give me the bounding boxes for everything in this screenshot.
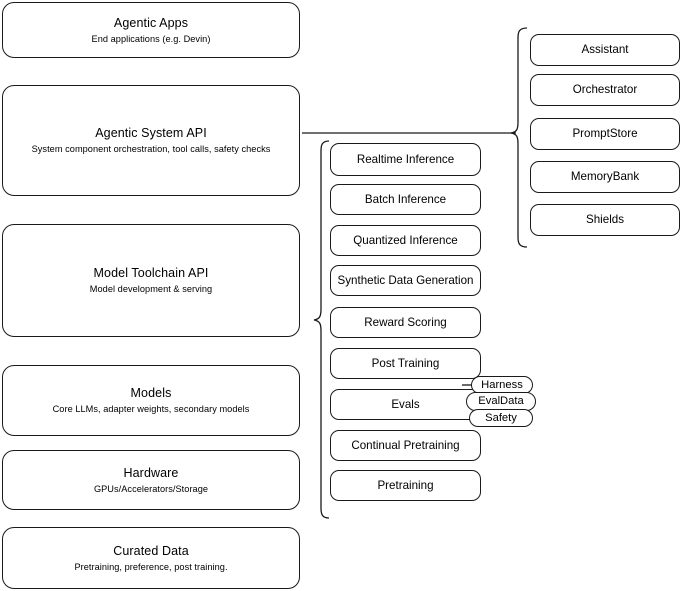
toolchain-chip-reward-scoring[interactable]: Reward Scoring bbox=[330, 307, 481, 338]
evals-tag-harness[interactable]: Harness bbox=[471, 376, 533, 394]
system-api-chip-orchestrator[interactable]: Orchestrator bbox=[530, 74, 680, 106]
evals-tag-evaldata[interactable]: EvalData bbox=[466, 392, 536, 411]
evals-tag-safety[interactable]: Safety bbox=[469, 409, 533, 427]
right-group-brace bbox=[510, 27, 528, 248]
middle-group-brace bbox=[313, 140, 330, 519]
layer-subtitle: End applications (e.g. Devin) bbox=[91, 33, 211, 44]
toolchain-chip-batch-inference[interactable]: Batch Inference bbox=[330, 184, 481, 215]
layer-box-agentic-system-api[interactable]: Agentic System API System component orch… bbox=[2, 85, 300, 196]
layer-subtitle: Model development & serving bbox=[89, 284, 213, 294]
toolchain-chip-evals[interactable]: Evals bbox=[330, 389, 481, 420]
system-api-chip-promptstore[interactable]: PromptStore bbox=[530, 118, 680, 150]
layer-title: Models bbox=[130, 386, 172, 400]
layer-box-model-toolchain-api[interactable]: Model Toolchain API Model development & … bbox=[2, 224, 300, 337]
toolchain-chip-realtime-inference[interactable]: Realtime Inference bbox=[330, 143, 481, 176]
toolchain-chip-continual-pretraining[interactable]: Continual Pretraining bbox=[330, 430, 481, 461]
layer-subtitle: GPUs/Accelerators/Storage bbox=[93, 483, 209, 494]
layer-box-curated-data[interactable]: Curated Data Pretraining, preference, po… bbox=[2, 527, 300, 589]
layer-box-agentic-apps[interactable]: Agentic Apps End applications (e.g. Devi… bbox=[2, 2, 300, 58]
toolchain-chip-quantized-inference[interactable]: Quantized Inference bbox=[330, 225, 481, 256]
toolchain-chip-post-training[interactable]: Post Training bbox=[330, 348, 481, 379]
layer-title: Hardware bbox=[123, 465, 179, 480]
toolchain-chip-pretraining[interactable]: Pretraining bbox=[330, 470, 481, 501]
layer-title: Curated Data bbox=[113, 543, 189, 558]
system-api-chip-shields[interactable]: Shields bbox=[530, 204, 680, 236]
layer-subtitle: System component orchestration, tool cal… bbox=[31, 144, 271, 154]
layer-title: Agentic System API bbox=[95, 126, 207, 140]
layer-subtitle: Pretraining, preference, post training. bbox=[74, 561, 228, 572]
toolchain-chip-synthetic-data-generation[interactable]: Synthetic Data Generation bbox=[330, 265, 481, 296]
layer-box-hardware[interactable]: Hardware GPUs/Accelerators/Storage bbox=[2, 450, 300, 510]
system-api-chip-memorybank[interactable]: MemoryBank bbox=[530, 161, 680, 193]
layer-box-models[interactable]: Models Core LLMs, adapter weights, secon… bbox=[2, 365, 300, 436]
layer-title: Agentic Apps bbox=[113, 15, 189, 30]
layer-title: Model Toolchain API bbox=[93, 266, 209, 280]
layer-subtitle: Core LLMs, adapter weights, secondary mo… bbox=[52, 404, 250, 414]
system-api-chip-assistant[interactable]: Assistant bbox=[530, 34, 680, 66]
